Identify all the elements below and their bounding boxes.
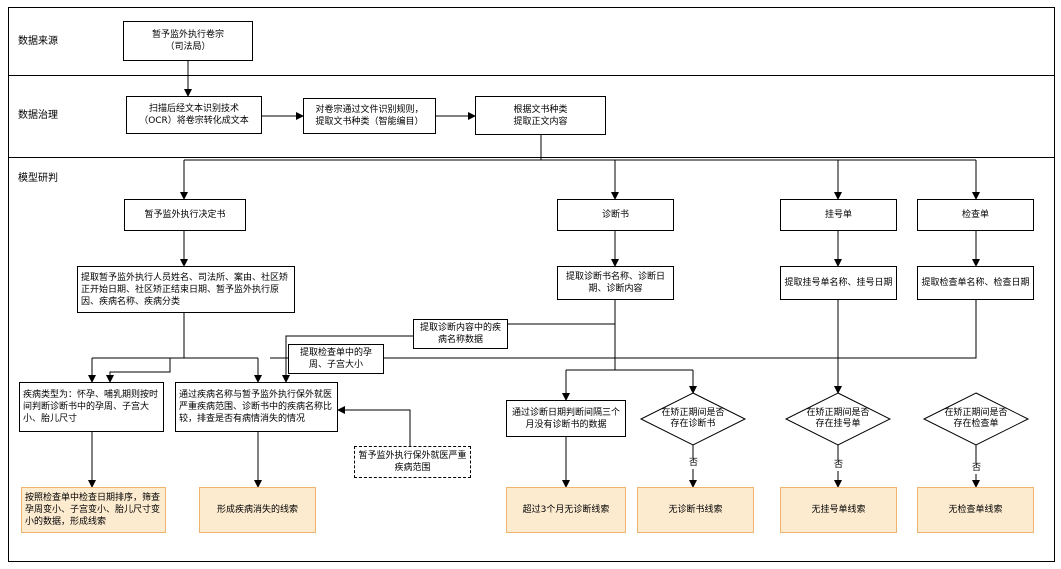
interval-rule-box: 通过诊断日期判断间隔三个月没有诊断书的数据 [506, 400, 626, 437]
severe-scope-box: 暂予监外执行保外就医严重疾病范围 [354, 446, 471, 478]
connector-scope-to-compare [337, 406, 411, 446]
no-diag-3m-clue-result: 超过3个月无诊断线索 [506, 487, 626, 533]
diamond-exam-shape [922, 392, 1030, 446]
registration-fields-box: 提取挂号单名称、挂号日期 [780, 266, 897, 300]
ocr-box: 扫描后经文本识别技术 （OCR）将卷宗转化成文本 [126, 96, 262, 134]
lane-research-band [8, 157, 1055, 562]
diamond-exam-label: 在矫正期间是否 存在检查单 [944, 408, 1008, 429]
no-exam-clue-result: 无检查单线索 [917, 487, 1034, 533]
diamond-diag-label: 在矫正期间是否 存在诊断书 [661, 408, 725, 429]
no-diag-clue-result: 无诊断书线索 [637, 487, 754, 533]
disease-gone-clue-result: 形成疾病消失的线索 [199, 487, 316, 533]
diagnosis-fields-box: 提取诊断书名称、诊断日期、诊断内容 [557, 266, 674, 300]
pregnancy-rule-box: 疾病类型为：怀孕、哺乳期则按时间判断诊断书中的孕周、子宫大小、胎儿尺寸 [19, 382, 164, 432]
connector-pregnancy-left [106, 357, 178, 383]
extract-body-box: 根据文书种类 提取正文内容 [475, 96, 606, 135]
decision-doc-box: 暂予监外执行决定书 [124, 199, 246, 231]
lane-research-label: 模型研判 [18, 173, 58, 184]
no-label-reg: 否 [833, 460, 845, 471]
exam-fields-box: 提取检查单名称、检查日期 [917, 266, 1034, 300]
no-label-exam: 否 [971, 463, 983, 474]
lane-source-label: 数据来源 [18, 36, 58, 47]
exam-doc-box: 检查单 [917, 199, 1034, 231]
lane-governance-label: 数据治理 [18, 110, 58, 121]
diagnosis-doc-box: 诊断书 [557, 199, 674, 231]
pregnancy-from-exam-box: 提取检查单中的孕周、子宫大小 [288, 344, 384, 374]
no-reg-clue-result: 无挂号单线索 [780, 487, 897, 533]
dossier-box: 暂予监外执行卷宗 （司法局） [123, 21, 253, 61]
diamond-reg-label: 在矫正期间是否 存在挂号单 [806, 408, 870, 429]
diamond-reg-shape [784, 392, 892, 446]
disease-compare-box: 通过疾病名称与暂予监外执行保外就医严重疾病范围、诊断书中的疾病名称比较，排查是否… [175, 382, 338, 432]
classify-box: 对卷宗通过文件识别规则， 提取文书种类（智能编目） [303, 98, 436, 134]
pregnancy-clue-result: 按照检查单中检查日期排序，筛查孕周变小、子宫变小、胎儿尺寸变小的数据，形成线索 [21, 487, 166, 533]
connector-exam-to-pregnancy [384, 300, 977, 359]
registration-doc-box: 挂号单 [780, 199, 897, 231]
disease-name-from-diag-box: 提取诊断内容中的疾病名称数据 [413, 319, 508, 349]
diamond-diag-shape [639, 392, 747, 446]
no-label-diag: 否 [688, 458, 700, 469]
decision-fields-box: 提取暂予监外执行人员姓名、司法所、案由、社区矫正开始日期、社区矫正结束日期、暂予… [77, 266, 295, 313]
connector-disease-name-to-compare [282, 335, 413, 383]
